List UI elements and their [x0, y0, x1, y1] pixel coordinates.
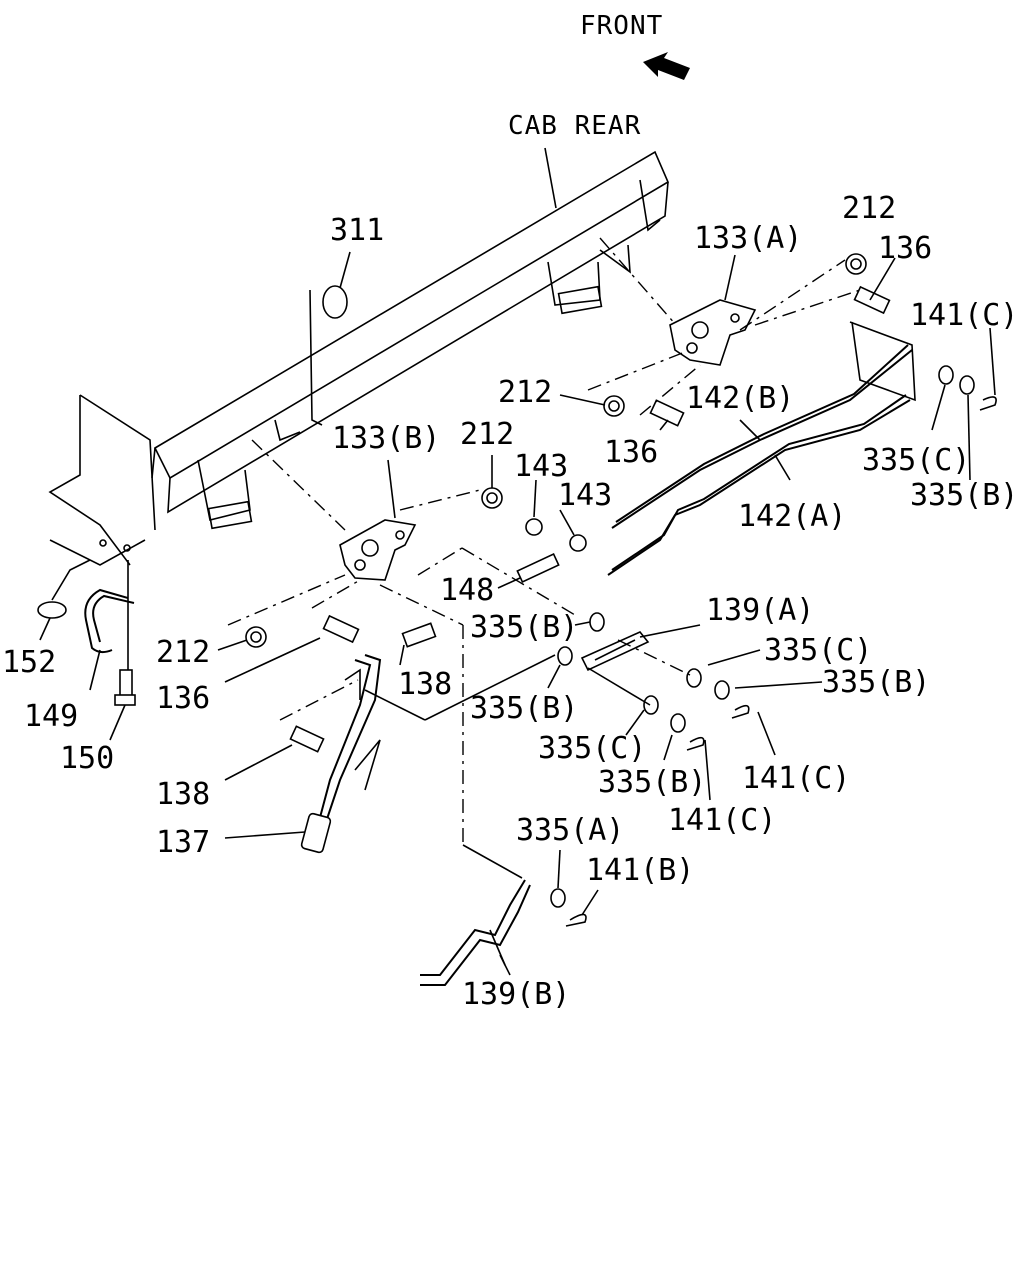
part-labels: 311 133(A) 212 136 141(C) 212 142(B) 136… — [2, 191, 1018, 1012]
fasteners — [245, 253, 891, 753]
rod-142 — [607, 321, 916, 576]
assembly-lines — [227, 237, 861, 879]
washers — [550, 365, 997, 927]
lever-139a — [580, 624, 701, 672]
leader-lines — [39, 257, 996, 976]
label-149: 149 — [24, 699, 78, 734]
frame-rail — [151, 150, 670, 530]
label-133a: 133(A) — [694, 221, 802, 256]
label-139a: 139(A) — [706, 593, 814, 628]
label-212-top: 212 — [842, 191, 896, 226]
front-label: FRONT — [580, 11, 663, 41]
label-142a: 142(A) — [738, 499, 846, 534]
label-139b: 139(B) — [462, 977, 570, 1012]
lever-139b — [420, 879, 531, 986]
label-212-mid: 212 — [498, 375, 552, 410]
label-141c-right: 141(C) — [742, 761, 850, 796]
label-335b-lower: 335(B) — [470, 691, 578, 726]
part-311-sticker — [322, 285, 348, 319]
label-133b: 133(B) — [332, 421, 440, 456]
label-212-center: 212 — [460, 417, 514, 452]
label-136-mid: 136 — [604, 435, 658, 470]
label-136-left: 136 — [156, 681, 210, 716]
label-143-b: 143 — [558, 478, 612, 513]
label-137: 137 — [156, 825, 210, 860]
label-138-b: 138 — [156, 777, 210, 812]
pedal-137 — [224, 654, 382, 854]
label-335b-bottom: 335(B) — [598, 765, 706, 800]
label-148: 148 — [440, 573, 494, 608]
bracket-133a — [669, 254, 757, 366]
bracket-133b — [339, 459, 417, 581]
label-335b-center: 335(B) — [470, 610, 578, 645]
part-149-150 — [37, 559, 136, 706]
label-142b: 142(B) — [686, 381, 794, 416]
cab-rear-leader — [544, 147, 557, 209]
label-152: 152 — [2, 645, 56, 680]
label-138-a: 138 — [398, 667, 452, 702]
label-335b-right: 335(B) — [910, 478, 1018, 513]
label-136-top: 136 — [878, 231, 932, 266]
label-150: 150 — [60, 741, 114, 776]
cab-panel — [48, 289, 323, 566]
label-335c-mid: 335(C) — [764, 633, 872, 668]
front-arrow-icon — [643, 52, 690, 80]
label-335b-mid: 335(B) — [822, 665, 930, 700]
cab-rear-label: CAB REAR — [508, 111, 641, 141]
label-141b: 141(B) — [586, 853, 694, 888]
label-335c-right: 335(C) — [862, 443, 970, 478]
label-143-a: 143 — [514, 449, 568, 484]
label-141c-top: 141(C) — [910, 298, 1018, 333]
label-335a: 335(A) — [516, 813, 624, 848]
label-311: 311 — [330, 213, 384, 248]
label-335c-lower: 335(C) — [538, 731, 646, 766]
label-212-left: 212 — [156, 635, 210, 670]
label-141c-bottom: 141(C) — [668, 803, 776, 838]
